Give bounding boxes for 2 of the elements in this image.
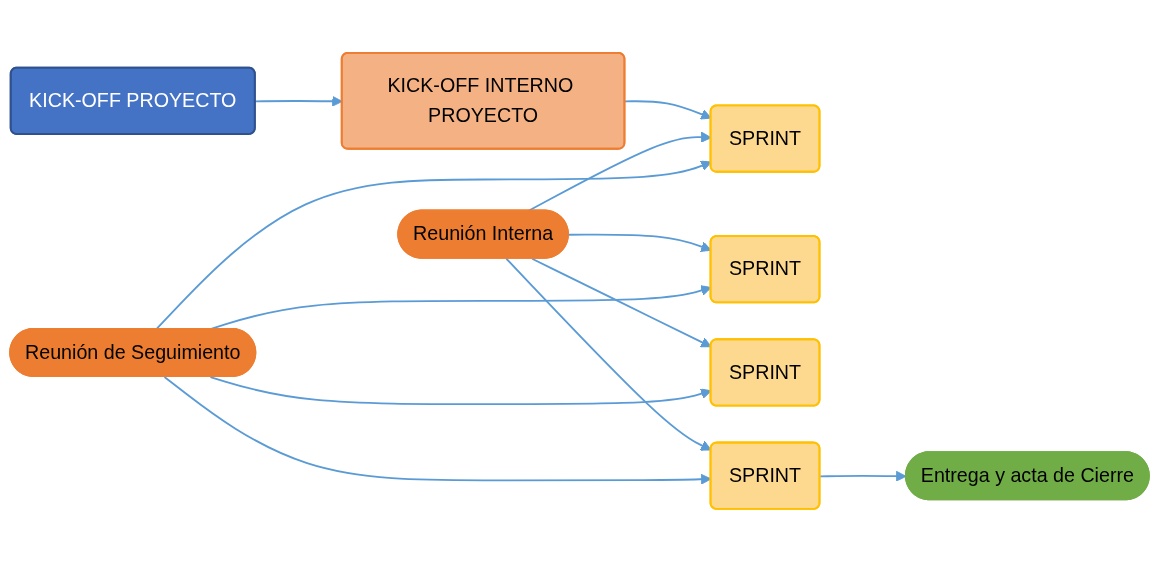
arrow (505, 257, 712, 451)
arrow (531, 257, 712, 347)
